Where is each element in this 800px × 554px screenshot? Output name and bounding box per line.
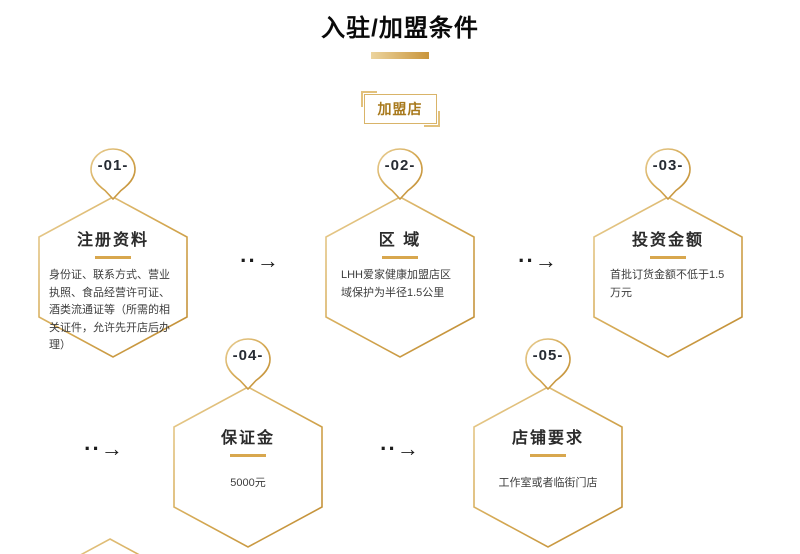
step-title-underline	[230, 454, 266, 457]
step-number-pin: -05-	[525, 338, 571, 390]
hexagon-outline	[325, 196, 475, 358]
flow-arrow: ··→	[380, 436, 420, 461]
hexagon-outline	[473, 386, 623, 548]
step-title: 区 域	[378, 232, 422, 249]
hexagon-outline	[593, 196, 743, 358]
step-title: 店铺要求	[511, 430, 584, 447]
step-number: -05-	[532, 347, 564, 364]
location-pin-icon	[225, 338, 271, 390]
location-pin-icon	[377, 148, 423, 200]
step-description: 工作室或者临街门店	[498, 477, 598, 489]
step-title-underline	[650, 256, 686, 259]
step-title: 注册资料	[76, 232, 149, 249]
location-pin-icon	[645, 148, 691, 200]
flow-arrow: ··→	[84, 436, 124, 461]
step-description: 首批订货金额不低于1.5万元	[610, 269, 725, 299]
hexagon-outline	[38, 196, 188, 358]
step-description: 身份证、联系方式、营业执照、食品经营许可证、酒类流通证等（所需的相关证件，允许先…	[49, 269, 170, 352]
step-description: LHH爱家健康加盟店区域保护为半径1.5公里	[341, 269, 452, 299]
flow-arrow: ··→	[518, 248, 558, 273]
step-title: 投资金额	[631, 232, 704, 249]
step-title-underline	[382, 256, 418, 259]
step-number-pin: -01-	[90, 148, 136, 200]
flow-arrow: ··→	[240, 248, 280, 273]
franchise-badge: 加盟店	[0, 91, 800, 127]
page-title: 入驻/加盟条件	[321, 15, 479, 42]
step-hexagon: 投资金额 首批订货金额不低于1.5万元	[593, 196, 743, 358]
hexagon-outline	[80, 538, 140, 554]
location-pin-icon	[90, 148, 136, 200]
franchise-badge-label: 加盟店	[360, 91, 440, 127]
title-underline-bar	[371, 52, 429, 59]
step-number: -01-	[97, 157, 129, 174]
page-header: 入驻/加盟条件	[0, 8, 800, 59]
step-number: -02-	[384, 157, 416, 174]
step-number: -03-	[652, 157, 684, 174]
step-number-pin: -04-	[225, 338, 271, 390]
step-description: 5000元	[230, 477, 266, 489]
step-hexagon: 店铺要求 工作室或者临街门店	[473, 386, 623, 548]
step-hexagon: 区 域 LHH爱家健康加盟店区域保护为半径1.5公里	[325, 196, 475, 358]
step-number: -04-	[232, 347, 264, 364]
location-pin-icon	[525, 338, 571, 390]
step-number-pin: -03-	[645, 148, 691, 200]
hexagon-outline	[173, 386, 323, 548]
step-title-underline	[95, 256, 131, 259]
step-hexagon: 保证金 5000元	[173, 386, 323, 548]
step-title-underline	[530, 454, 566, 457]
step-hexagon: 注册资料 身份证、联系方式、营业执照、食品经营许可证、酒类流通证等（所需的相关证…	[38, 196, 188, 358]
step-number-pin: -02-	[377, 148, 423, 200]
step-title: 保证金	[220, 430, 275, 447]
partial-next-hexagon	[35, 538, 185, 554]
